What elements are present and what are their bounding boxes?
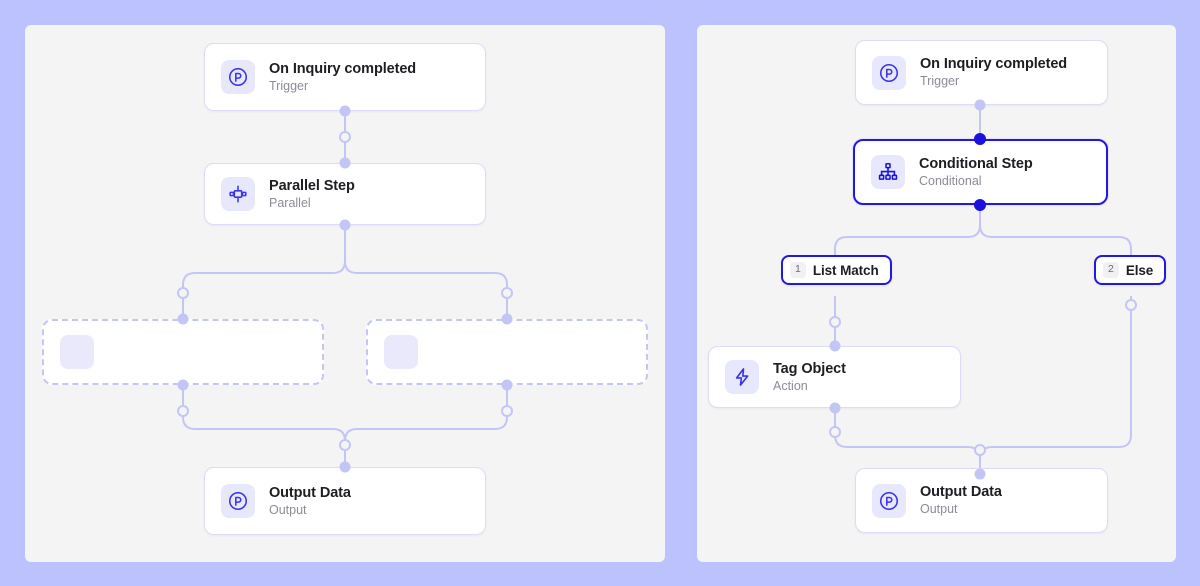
connector-dot-branch-1-in	[177, 313, 189, 325]
parallel-workflow-panel: On Inquiry completed Trigger Parallel St…	[25, 25, 665, 562]
hierarchy-icon	[871, 155, 905, 189]
add-step-button-merge[interactable]	[339, 439, 351, 451]
node-subtitle: Action	[773, 378, 808, 393]
node-parallel-step[interactable]: Parallel Step Parallel	[204, 163, 486, 225]
process-p-circle-icon	[221, 484, 255, 518]
add-step-button-branch-1-bot[interactable]	[177, 405, 189, 417]
add-step-button-branch-1-top[interactable]	[177, 287, 189, 299]
connector-dot-branch-2-in	[501, 313, 513, 325]
add-step-button-list-match-top[interactable]	[829, 316, 841, 328]
process-p-circle-icon	[872, 55, 906, 90]
node-title: Tag Object	[773, 360, 846, 377]
empty-placeholder-icon	[384, 335, 418, 369]
node-subtitle: Trigger	[920, 74, 960, 89]
add-step-button-merge[interactable]	[974, 444, 986, 456]
connector-dot-output-in	[339, 461, 351, 473]
add-step-button-1[interactable]	[339, 131, 351, 143]
branch-chip-else[interactable]: 2 Else	[1094, 255, 1167, 285]
parallel-split-icon	[221, 177, 255, 211]
connector-dot-conditional-out	[974, 199, 986, 211]
connector-dot-parallel-in	[339, 157, 351, 169]
parallel-canvas[interactable]: On Inquiry completed Trigger Parallel St…	[25, 25, 665, 562]
node-placeholder-branch-2[interactable]	[366, 319, 648, 385]
connector-dot-trigger-out	[974, 99, 986, 111]
node-title: Conditional Step	[919, 155, 1033, 172]
conditional-workflow-panel: On Inquiry completed Trigger Condit	[697, 25, 1176, 562]
add-step-button-branch-2-bot[interactable]	[501, 405, 513, 417]
add-step-button-list-match-bot[interactable]	[829, 426, 841, 438]
connector-dot-output-in	[974, 468, 986, 480]
node-placeholder-branch-1[interactable]	[42, 319, 324, 385]
connector-dot-tag-object-in	[829, 340, 841, 352]
connector-dot-branch-1-out	[177, 379, 189, 391]
branch-label: Else	[1125, 262, 1154, 278]
branch-label: List Match	[812, 262, 879, 278]
node-on-inquiry-completed[interactable]: On Inquiry completed Trigger	[204, 43, 486, 111]
node-title: Output Data	[920, 484, 1002, 501]
add-step-button-else[interactable]	[1125, 299, 1137, 311]
connector-dot-branch-2-out	[501, 379, 513, 391]
node-title: On Inquiry completed	[269, 60, 417, 77]
node-tag-object[interactable]: Tag Object Action	[708, 346, 961, 408]
node-subtitle: Output	[920, 502, 958, 517]
add-step-button-branch-2-top[interactable]	[501, 287, 513, 299]
connector-dot-trigger-out	[339, 105, 351, 117]
node-subtitle: Trigger	[269, 78, 309, 93]
node-title: Parallel Step	[269, 177, 355, 194]
connector-dot-conditional-in	[974, 133, 986, 145]
node-title: On Inquiry completed	[920, 56, 1068, 73]
lightning-bolt-icon	[725, 360, 759, 394]
process-p-circle-icon	[221, 60, 255, 94]
node-conditional-step[interactable]: Conditional Step Conditional	[853, 139, 1108, 205]
node-subtitle: Conditional	[919, 173, 982, 188]
node-title: Output Data	[269, 484, 351, 501]
conditional-canvas[interactable]: On Inquiry completed Trigger Condit	[697, 25, 1176, 562]
connector-dot-parallel-out	[339, 219, 351, 231]
branch-number: 1	[790, 262, 806, 278]
empty-placeholder-icon	[60, 335, 94, 369]
connector-dot-tag-object-out	[829, 402, 841, 414]
process-p-circle-icon	[872, 483, 906, 518]
branch-chip-list-match[interactable]: 1 List Match	[781, 255, 892, 285]
node-output-data[interactable]: Output Data Output	[204, 467, 486, 535]
node-subtitle: Parallel	[269, 195, 311, 210]
node-subtitle: Output	[269, 502, 307, 517]
branch-number: 2	[1103, 262, 1119, 278]
node-on-inquiry-completed[interactable]: On Inquiry completed Trigger	[855, 40, 1108, 105]
